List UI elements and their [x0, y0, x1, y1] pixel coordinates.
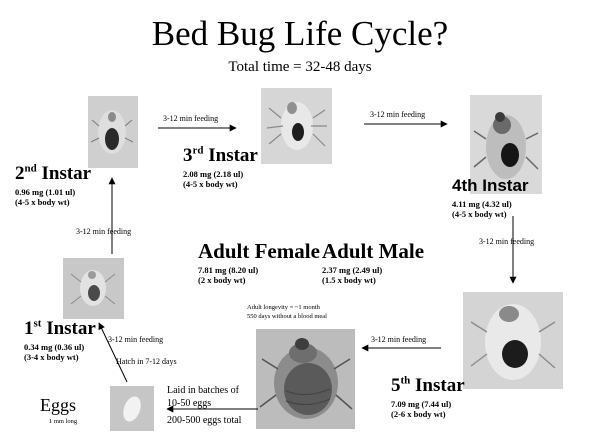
adult-female-mass: 7.81 mg (8.20 ul) — [198, 265, 320, 275]
egg-batch-note-line1: Laid in batches of — [167, 385, 239, 397]
feeding-label-second-to-third: 3-12 min feeding — [163, 114, 218, 124]
adult-male-title: Adult Male — [322, 240, 424, 262]
adult-male-block: Adult Male 2.37 mg (2.49 ul) (1.5 x body… — [322, 240, 424, 285]
feeding-label-fifth-to-adult: 3-12 min feeding — [371, 335, 426, 345]
third-instar-ratio: (4-5 x body wt) — [183, 179, 258, 189]
fifth-instar-mass: 7.09 mg (7.44 ul) — [391, 399, 465, 409]
fourth-instar-ratio: (4-5 x body wt) — [452, 209, 529, 219]
hatch-time-note: Hatch in 7-12 days — [116, 357, 177, 367]
adult-male-mass: 2.37 mg (2.49 ul) — [322, 265, 424, 275]
fourth-instar-title: 4th Instar — [452, 175, 529, 197]
first-instar-title: 1st Instar — [24, 318, 96, 340]
egg-batch-note-line2: 10-50 eggs — [167, 398, 211, 410]
egg-size-note: 1 mm long — [49, 418, 77, 426]
egg-total-note: 200-500 eggs total — [167, 415, 241, 427]
first-instar-block: 1st Instar 0.34 mg (0.36 ul) (3-4 x body… — [24, 318, 96, 362]
fourth-instar-block: 4th Instar 4.11 mg (4.32 ul) (4-5 x body… — [452, 175, 529, 219]
fifth-instar-block: 5th Instar 7.09 mg (7.44 ul) (2-6 x body… — [391, 375, 465, 419]
starvation-survival-note: 550 days without a blood meal — [247, 313, 327, 321]
fifth-instar-ratio: (2-6 x body wt) — [391, 409, 465, 419]
adult-female-ratio: (2 x body wt) — [198, 275, 320, 285]
feeding-label-first-instar: 3-12 min feeding — [108, 335, 163, 345]
eggs-title: Eggs — [40, 395, 76, 415]
second-instar-block: 2nd Instar 0.96 mg (1.01 ul) (4-5 x body… — [15, 163, 91, 207]
adult-longevity-note: Adult longevity = ~1 month — [247, 304, 320, 312]
third-instar-title: 3rd Instar — [183, 145, 258, 167]
fourth-instar-mass: 4.11 mg (4.32 ul) — [452, 199, 529, 209]
fifth-instar-title: 5th Instar — [391, 375, 465, 397]
feeding-label-fourth-to-fifth: 3-12 min feeding — [479, 237, 534, 247]
adult-female-block: Adult Female 7.81 mg (8.20 ul) (2 x body… — [198, 240, 320, 285]
feeding-label-third-to-fourth: 3-12 min feeding — [370, 110, 425, 120]
second-instar-ratio: (4-5 x body wt) — [15, 197, 91, 207]
adult-male-ratio: (1.5 x body wt) — [322, 275, 424, 285]
arrow-egg-to-first-instar — [99, 323, 127, 382]
third-instar-mass: 2.08 mg (2.18 ul) — [183, 169, 258, 179]
third-instar-block: 3rd Instar 2.08 mg (2.18 ul) (4-5 x body… — [183, 145, 258, 189]
first-instar-mass: 0.34 mg (0.36 ul) — [24, 342, 96, 352]
feeding-label-first-to-second: 3-12 min feeding — [76, 227, 131, 237]
second-instar-title: 2nd Instar — [15, 163, 91, 185]
first-instar-ratio: (3-4 x body wt) — [24, 352, 96, 362]
adult-female-title: Adult Female — [198, 240, 320, 262]
second-instar-mass: 0.96 mg (1.01 ul) — [15, 187, 91, 197]
